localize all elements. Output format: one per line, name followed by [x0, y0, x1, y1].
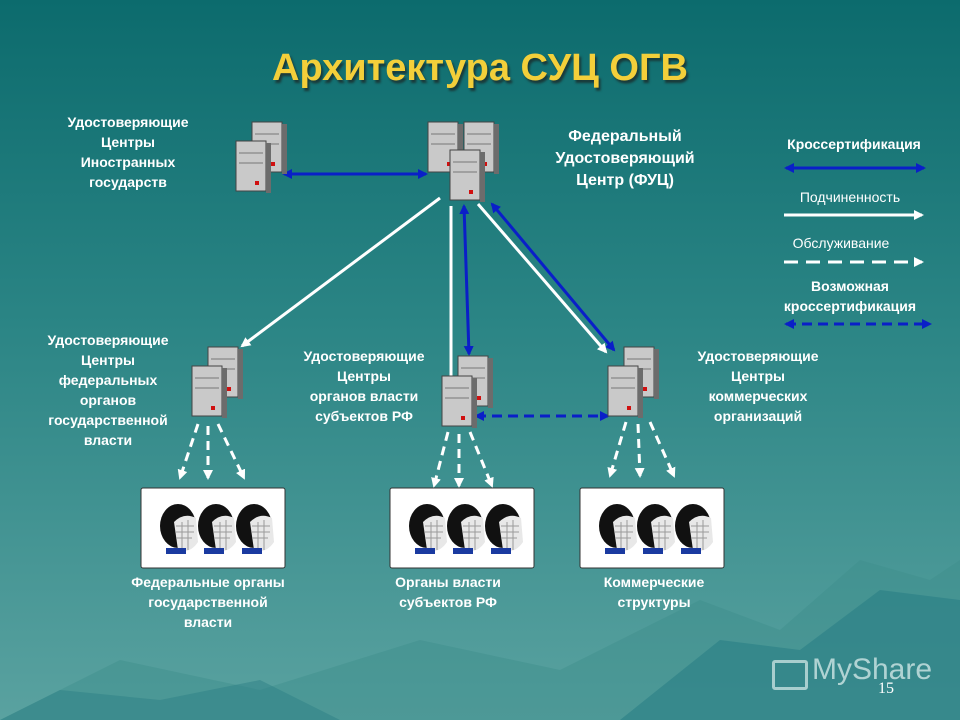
- label-regional-users: Органы власти субъектов РФ: [370, 572, 526, 612]
- label-fuc: Федеральный Удостоверяющий Центр (ФУЦ): [530, 126, 720, 192]
- link-service-commercial-1: [607, 421, 628, 478]
- label-line: Удостоверяющие: [67, 114, 189, 130]
- label-line: Центры: [730, 368, 785, 384]
- label-line: коммерческих: [708, 388, 808, 404]
- label-line: Органы власти: [395, 574, 501, 590]
- label-line: Центры: [100, 134, 155, 150]
- legend-cross-label: Кроссертификация: [787, 136, 921, 152]
- page-title: Архитектура СУЦ ОГВ: [272, 47, 688, 89]
- label-line: кроссертификация: [783, 298, 917, 314]
- label-commercial-users: Коммерческие структуры: [576, 572, 732, 612]
- label-line: Центр (ФУЦ): [576, 172, 674, 189]
- link-cross-fuc-regional: [459, 204, 474, 356]
- link-cross-fuc-commercial: [490, 202, 616, 352]
- label-line: власти: [183, 614, 233, 630]
- label-line: государств: [89, 174, 167, 190]
- user-group-icon: [389, 487, 535, 569]
- watermark-icon: [772, 660, 808, 690]
- user-group-icon: [140, 487, 286, 569]
- label-line: Удостоверяющий: [555, 150, 695, 167]
- user-group-icon: [579, 487, 725, 569]
- label-line: Удостоверяющие: [47, 332, 169, 348]
- server-icon: [427, 121, 500, 203]
- label-line: Иностранных: [80, 154, 176, 170]
- link-service-commercial-2: [634, 423, 645, 478]
- label-line: Удостоверяющие: [303, 348, 425, 364]
- label-commercial-ca: Удостоверяющие Центры коммерческих орган…: [680, 346, 836, 426]
- label-line: власти: [83, 432, 133, 448]
- label-line: Центры: [80, 352, 135, 368]
- label-line: Коммерческие: [603, 574, 705, 590]
- label-line: организаций: [713, 408, 803, 424]
- label-regional-ca: Удостоверяющие Центры органов власти суб…: [286, 346, 442, 426]
- legend-sub-label: Подчиненность: [799, 189, 901, 205]
- label-line: Федеральный: [568, 128, 682, 145]
- server-icon: [191, 346, 244, 419]
- label-line: Федеральные органы: [131, 574, 285, 590]
- label-line: субъектов РФ: [399, 594, 497, 610]
- label-federal-ca: Удостоверяющие Центры федеральных органо…: [30, 330, 186, 450]
- link-service-commercial-3: [648, 421, 676, 478]
- label-line: Центры: [336, 368, 391, 384]
- label-line: федеральных: [58, 372, 158, 388]
- server-icon: [607, 346, 660, 419]
- server-icon: [235, 121, 288, 194]
- link-service-federal-3: [216, 423, 246, 480]
- label-federal-users: Федеральные органы государственной власт…: [110, 572, 306, 632]
- link-service-federal-1: [177, 423, 200, 480]
- label-line: органов власти: [309, 388, 419, 404]
- link-service-regional-3: [468, 431, 494, 488]
- watermark: MyShare: [812, 653, 933, 686]
- legend-possible-cross-label: Возможная кроссертификация: [760, 276, 940, 316]
- page-number: 15: [878, 680, 894, 697]
- label-line: государственной: [48, 412, 168, 428]
- link-sub-fuc-commercial: [476, 203, 608, 354]
- label-line: Удостоверяющие: [697, 348, 819, 364]
- label-foreign-ca: Удостоверяющие Центры Иностранных госуда…: [50, 112, 206, 192]
- link-sub-fuc-federal: [240, 196, 441, 348]
- link-service-regional-1: [431, 431, 450, 488]
- label-line: органов: [79, 392, 137, 408]
- label-line: структуры: [617, 594, 691, 610]
- label-line: государственной: [148, 594, 268, 610]
- legend-service-label: Обслуживание: [792, 235, 890, 251]
- label-line: Возможная: [811, 278, 889, 294]
- label-line: субъектов РФ: [315, 408, 413, 424]
